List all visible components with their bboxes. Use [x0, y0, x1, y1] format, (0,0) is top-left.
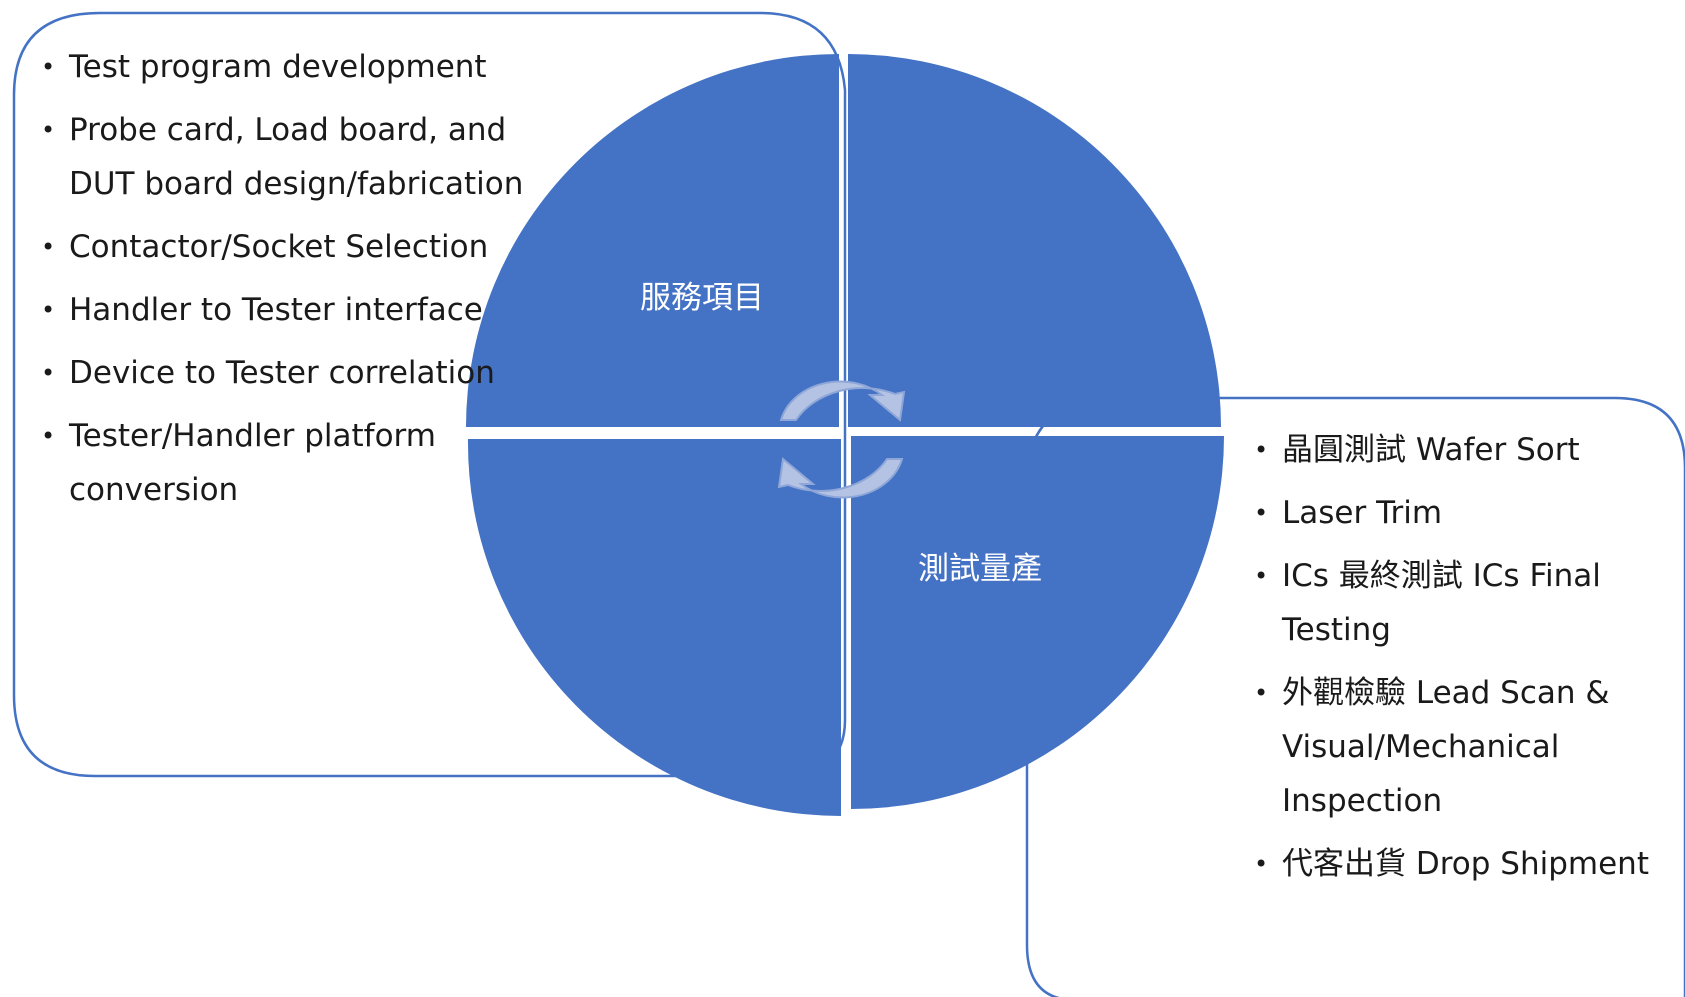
quadrant-bottom-left — [467, 439, 841, 816]
cycle-arrow-bottom — [777, 457, 904, 499]
list-item: Tester/Handler platform conversion — [41, 409, 581, 517]
left-service-list: Test program development Probe card, Loa… — [41, 40, 581, 526]
list-item: Test program development — [41, 40, 581, 94]
cycle-arrows-icon — [777, 380, 906, 499]
left-box-outline — [12, 11, 847, 778]
list-item: 代客出貨 Drop Shipment — [1254, 837, 1674, 891]
list-item: Laser Trim — [1254, 486, 1674, 540]
list-item: ICs 最終測試 ICs Final Testing — [1254, 549, 1674, 657]
quadrant-bottom-right — [851, 436, 1224, 809]
service-items-label: 服務項目 — [640, 280, 764, 316]
quadrant-top-right — [848, 54, 1221, 427]
list-item: Contactor/Socket Selection — [41, 220, 581, 274]
list-item: Handler to Tester interface — [41, 283, 581, 337]
cycle-arrow-top — [779, 380, 906, 422]
right-testing-list: 晶圓測試 Wafer Sort Laser Trim ICs 最終測試 ICs … — [1254, 423, 1674, 900]
list-item: 晶圓測試 Wafer Sort — [1254, 423, 1674, 477]
list-item: 外觀檢驗 Lead Scan & Visual/Mechanical Inspe… — [1254, 666, 1674, 828]
list-item: Device to Tester correlation — [41, 346, 581, 400]
list-item: Probe card, Load board, and DUT board de… — [41, 103, 581, 211]
test-production-label: 測試量產 — [918, 551, 1042, 587]
